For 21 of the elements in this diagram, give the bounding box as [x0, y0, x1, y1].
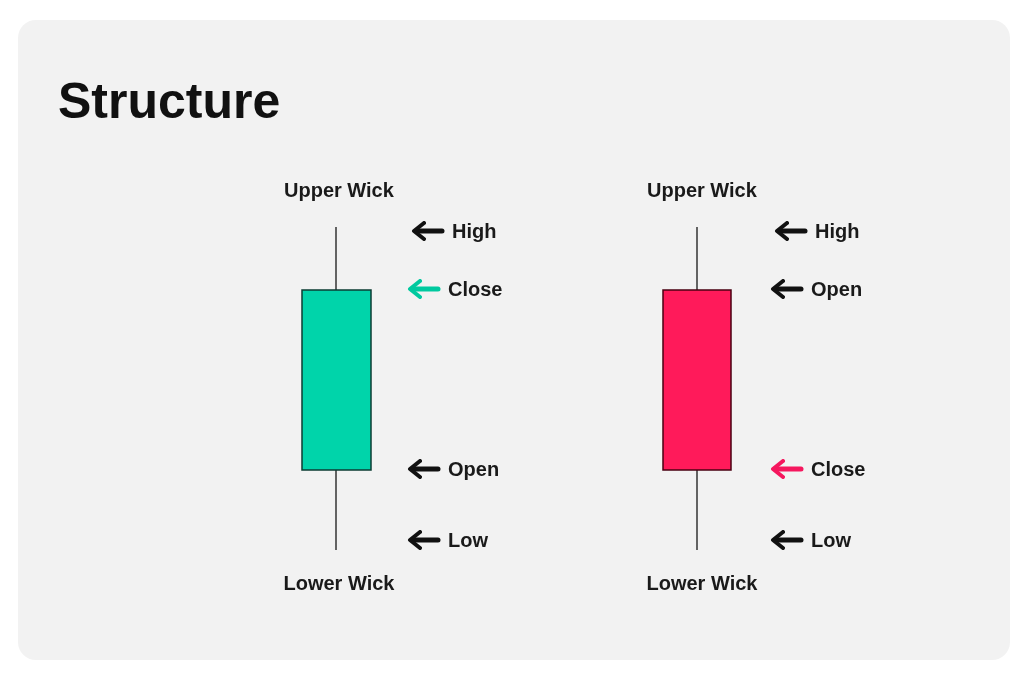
wick-label: Upper Wick [647, 178, 757, 202]
arrow [412, 221, 445, 241]
wick-label: Upper Wick [284, 178, 394, 202]
wick-label: Lower Wick [646, 571, 758, 595]
price-label: Open [811, 277, 863, 301]
title: Structure [58, 76, 281, 126]
price-label: Low [811, 528, 851, 552]
arrow [408, 279, 441, 299]
arrow [771, 530, 804, 550]
price-label: High [815, 219, 860, 243]
arrow [775, 221, 808, 241]
price-label: Low [448, 528, 488, 552]
wick-label: Lower Wick [283, 571, 395, 595]
arrow [408, 459, 441, 479]
arrow [408, 530, 441, 550]
price-label: Close [448, 277, 503, 301]
price-label: High [452, 219, 497, 243]
arrow [771, 279, 804, 299]
arrow [771, 459, 804, 479]
price-label: Open [448, 457, 500, 481]
price-label: Close [811, 457, 866, 481]
